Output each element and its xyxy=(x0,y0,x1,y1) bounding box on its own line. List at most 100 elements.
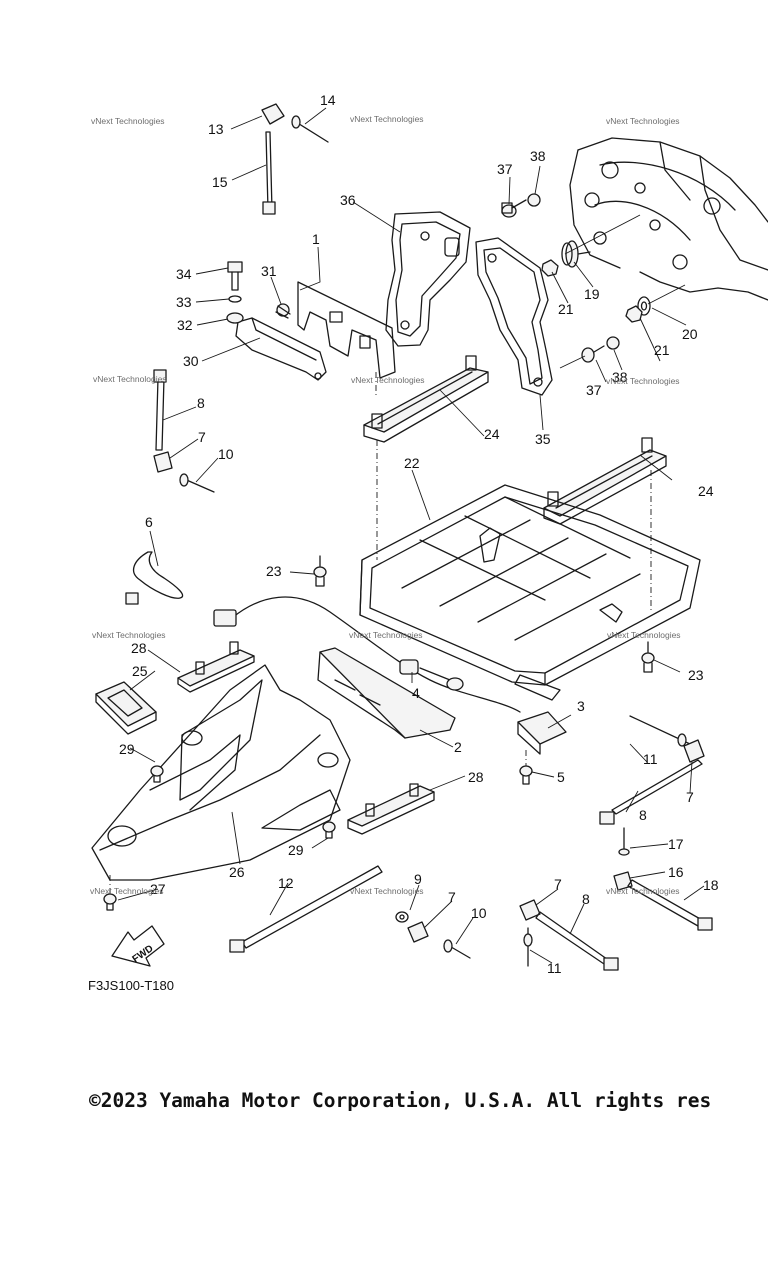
cable-tie-18 xyxy=(627,879,713,931)
sensor-3 xyxy=(517,711,567,755)
pin-10-upper xyxy=(179,473,215,493)
watermark-6: vNext Technologies xyxy=(606,376,680,386)
callout-5: 5 xyxy=(557,769,565,785)
watermarks: vNext Technologies vNext Technologies vN… xyxy=(90,114,681,896)
cover-25 xyxy=(95,681,157,735)
callout-17: 17 xyxy=(668,836,684,852)
pin-10-lower xyxy=(443,939,471,959)
bolt-34 xyxy=(227,261,243,291)
watermark-3: vNext Technologies xyxy=(606,116,680,126)
cable-tie-8-lower xyxy=(535,911,619,971)
clip-7-lower-mid xyxy=(407,921,429,943)
callout-1: 1 xyxy=(312,231,320,247)
washer-20 xyxy=(637,296,651,316)
cable-tie-15 xyxy=(262,131,276,215)
callout-37-lower: 37 xyxy=(586,382,602,398)
callout-10-upper: 10 xyxy=(218,446,234,462)
callout-14: 14 xyxy=(320,92,336,108)
watermark-4: vNext Technologies xyxy=(93,374,167,384)
callout-24-lower: 24 xyxy=(698,483,714,499)
callout-33: 33 xyxy=(176,294,192,310)
plate-1 xyxy=(297,281,396,379)
callout-labels: 1 2 3 4 5 6 7 7 7 7 8 8 8 9 10 10 11 11 … xyxy=(119,92,719,976)
callout-7-right: 7 xyxy=(686,789,694,805)
callout-8-lower: 8 xyxy=(582,891,590,907)
callout-29-lower: 29 xyxy=(288,842,304,858)
cable-tie-8-upper xyxy=(153,369,167,451)
intake-26 xyxy=(91,664,351,881)
callout-19: 19 xyxy=(584,286,600,302)
callout-4: 4 xyxy=(412,685,420,701)
callout-18: 18 xyxy=(703,877,719,893)
bolt-29-lower xyxy=(322,821,336,839)
callout-21-lower: 21 xyxy=(654,342,670,358)
bolt-23-left xyxy=(313,555,327,587)
clip-7-lower-right xyxy=(519,899,541,921)
callout-7-upper: 7 xyxy=(198,429,206,445)
watermark-12: vNext Technologies xyxy=(606,886,680,896)
callout-36: 36 xyxy=(340,192,356,208)
bolt-31 xyxy=(275,303,291,319)
copyright-notice: ©2023 Yamaha Motor Corporation, U.S.A. A… xyxy=(89,1089,712,1112)
callout-21-top: 21 xyxy=(558,301,574,317)
callout-3: 3 xyxy=(577,698,585,714)
rivet-17 xyxy=(618,827,630,856)
watermark-2: vNext Technologies xyxy=(350,114,424,124)
washer-32 xyxy=(226,312,244,324)
callout-28-upper: 28 xyxy=(131,640,147,656)
gasket-36 xyxy=(385,211,471,347)
callout-24-upper: 24 xyxy=(484,426,500,442)
cable-tie-12 xyxy=(229,865,383,953)
callout-31: 31 xyxy=(261,263,277,279)
callout-27: 27 xyxy=(150,881,166,897)
callout-7-lower-right: 7 xyxy=(554,876,562,892)
callout-6: 6 xyxy=(145,514,153,530)
frame-22 xyxy=(359,484,701,701)
cable-tie-6 xyxy=(125,551,184,605)
watermark-8: vNext Technologies xyxy=(349,630,423,640)
fwd-arrow-icon: FWD xyxy=(111,925,165,967)
callout-37-top: 37 xyxy=(497,161,513,177)
callout-15: 15 xyxy=(212,174,228,190)
pin-11-lower xyxy=(523,927,533,967)
callout-38-top: 38 xyxy=(530,148,546,164)
callout-22: 22 xyxy=(404,455,420,471)
callout-13: 13 xyxy=(208,121,224,137)
clip-7-right xyxy=(683,739,705,763)
callout-10-lower: 10 xyxy=(471,905,487,921)
nut-21-top xyxy=(541,259,559,277)
callout-35: 35 xyxy=(535,431,551,447)
watermark-5: vNext Technologies xyxy=(351,375,425,385)
callout-30: 30 xyxy=(183,353,199,369)
callout-32: 32 xyxy=(177,317,193,333)
gasket-35 xyxy=(475,237,553,396)
callout-26: 26 xyxy=(229,864,245,880)
rail-24-upper xyxy=(363,355,489,443)
callout-38-lower: 38 xyxy=(612,369,628,385)
callout-7-lower-mid: 7 xyxy=(448,889,456,905)
damper-19 xyxy=(561,240,591,268)
bolt-29-upper xyxy=(150,765,164,783)
watermark-9: vNext Technologies xyxy=(607,630,681,640)
fwd-label: FWD xyxy=(131,943,156,965)
screw-5 xyxy=(519,750,533,785)
callout-28-lower: 28 xyxy=(468,769,484,785)
callout-34: 34 xyxy=(176,266,192,282)
engine-housing xyxy=(569,137,768,301)
bracket-30 xyxy=(235,317,327,381)
bolt-38-lower xyxy=(606,336,620,350)
leader-lines xyxy=(117,107,705,964)
watermark-1: vNext Technologies xyxy=(91,116,165,126)
watermark-10: vNext Technologies xyxy=(90,886,164,896)
callout-16: 16 xyxy=(668,864,684,880)
parts-diagram: FWD xyxy=(90,92,768,976)
bracket-28-upper xyxy=(177,641,255,693)
pin-14 xyxy=(291,115,329,143)
callout-8-upper: 8 xyxy=(197,395,205,411)
cable-tie-8-right xyxy=(599,759,703,825)
callout-20: 20 xyxy=(682,326,698,342)
cable-4 xyxy=(213,596,521,713)
washer-9 xyxy=(395,911,409,923)
watermark-7: vNext Technologies xyxy=(92,630,166,640)
callout-23-left: 23 xyxy=(266,563,282,579)
